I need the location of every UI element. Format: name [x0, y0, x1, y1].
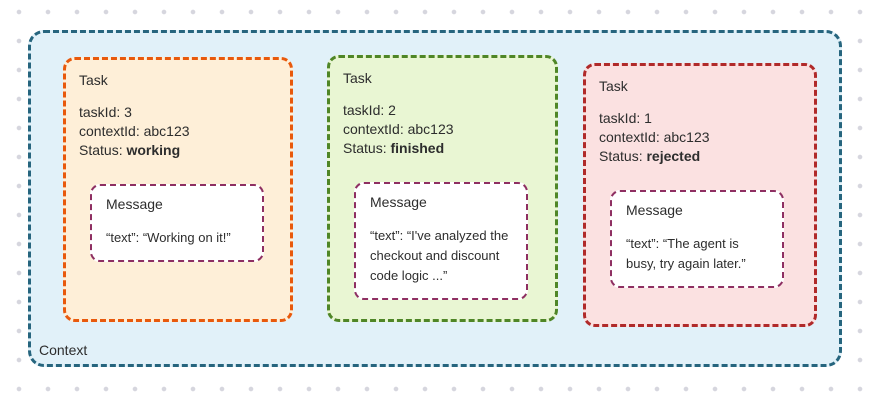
message-box: Message “text”: “The agent is busy, try … — [610, 190, 784, 288]
task-card-working: Task taskId: 3 contextId: abc123 Status:… — [63, 57, 293, 322]
field-label: taskId: — [79, 104, 125, 120]
context-label: Context — [39, 342, 88, 358]
task-field-status: Status: rejected — [599, 147, 801, 166]
message-box: Message “text”: “Working on it!” — [90, 184, 264, 262]
task-field-taskid: taskId: 1 — [599, 109, 801, 128]
field-value: abc123 — [663, 129, 710, 145]
field-label: Status: — [79, 142, 127, 158]
message-box: Message “text”: “I've analyzed the check… — [354, 182, 528, 300]
task-field-contextid: contextId: abc123 — [599, 128, 801, 147]
task-title: Task — [343, 70, 372, 86]
task-field-status: Status: working — [79, 141, 277, 160]
field-label: contextId: — [343, 121, 408, 137]
field-label: contextId: — [79, 123, 144, 139]
field-label: taskId: — [599, 110, 645, 126]
task-field-status: Status: finished — [343, 139, 542, 158]
status-value: finished — [390, 140, 445, 156]
field-value: 3 — [124, 104, 132, 120]
field-label: Status: — [343, 140, 391, 156]
status-value: working — [126, 142, 181, 158]
message-title: Message — [106, 196, 163, 212]
task-field-contextid: contextId: abc123 — [79, 122, 277, 141]
task-fields: taskId: 1 contextId: abc123 Status: reje… — [599, 109, 801, 166]
message-title: Message — [370, 194, 427, 210]
task-title: Task — [599, 78, 628, 94]
task-card-finished: Task taskId: 2 contextId: abc123 Status:… — [327, 55, 558, 322]
field-label: Status: — [599, 148, 647, 164]
task-field-taskid: taskId: 3 — [79, 103, 277, 122]
field-value: abc123 — [143, 123, 190, 139]
task-card-rejected: Task taskId: 1 contextId: abc123 Status:… — [583, 63, 817, 327]
task-field-contextid: contextId: abc123 — [343, 120, 542, 139]
message-text: “text”: “Working on it!” — [106, 230, 231, 245]
task-title: Task — [79, 72, 108, 88]
field-value: 2 — [388, 102, 396, 118]
message-title: Message — [626, 202, 683, 218]
message-text: “text”: “The agent is busy, try again la… — [626, 236, 746, 271]
field-value: abc123 — [407, 121, 454, 137]
context-container: Task taskId: 3 contextId: abc123 Status:… — [28, 30, 842, 367]
status-value: rejected — [646, 148, 701, 164]
field-label: taskId: — [343, 102, 389, 118]
task-field-taskid: taskId: 2 — [343, 101, 542, 120]
message-text: “text”: “I've analyzed the checkout and … — [370, 228, 509, 283]
field-value: 1 — [644, 110, 652, 126]
field-label: contextId: — [599, 129, 664, 145]
task-fields: taskId: 3 contextId: abc123 Status: work… — [79, 103, 277, 160]
task-fields: taskId: 2 contextId: abc123 Status: fini… — [343, 101, 542, 158]
